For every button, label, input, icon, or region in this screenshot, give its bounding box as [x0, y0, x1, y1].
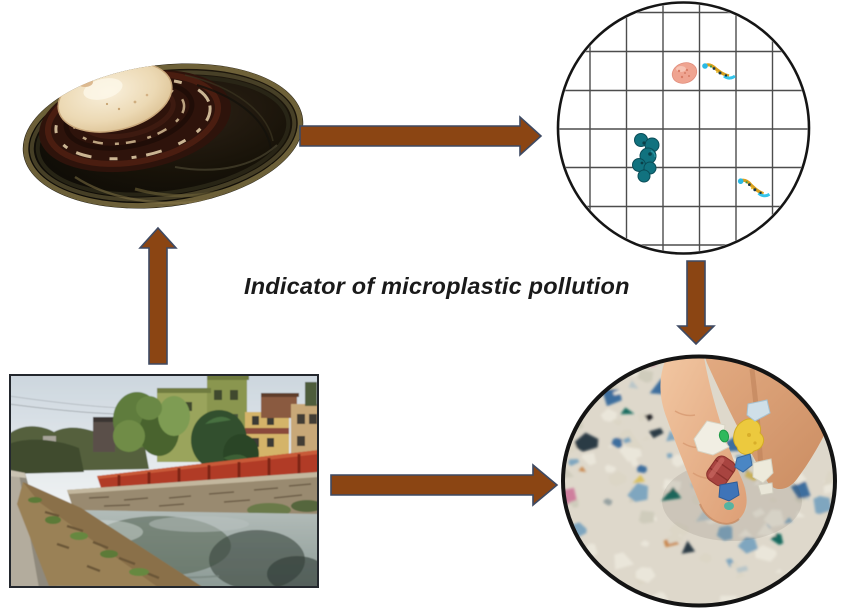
microplastics-photo [561, 354, 837, 608]
mussel-shell-icon [22, 61, 304, 209]
held-plastic-pieces [693, 399, 774, 510]
arrow-mussel-to-dish-icon [299, 115, 543, 157]
petri-dish-rim [556, 1, 811, 255]
trees [113, 392, 190, 456]
arrow-canal-to-mussel-icon [138, 226, 178, 365]
dirt-bank [17, 482, 202, 587]
petri-dish-panel [556, 1, 811, 255]
mussel-photo [22, 61, 304, 209]
embankment-wall [67, 472, 318, 517]
photo-border [9, 374, 319, 588]
arrow-canal-to-microplastics-icon [330, 463, 559, 507]
pink-microplastic-fragment [671, 62, 698, 84]
figure-caption: Indicator of microplastic pollution [244, 273, 630, 299]
canal-photo [9, 374, 319, 588]
microplastics-rim [561, 354, 837, 608]
arrow-dish-to-microplastics-icon [676, 260, 716, 346]
teal-microplastic-pellets [632, 133, 660, 183]
